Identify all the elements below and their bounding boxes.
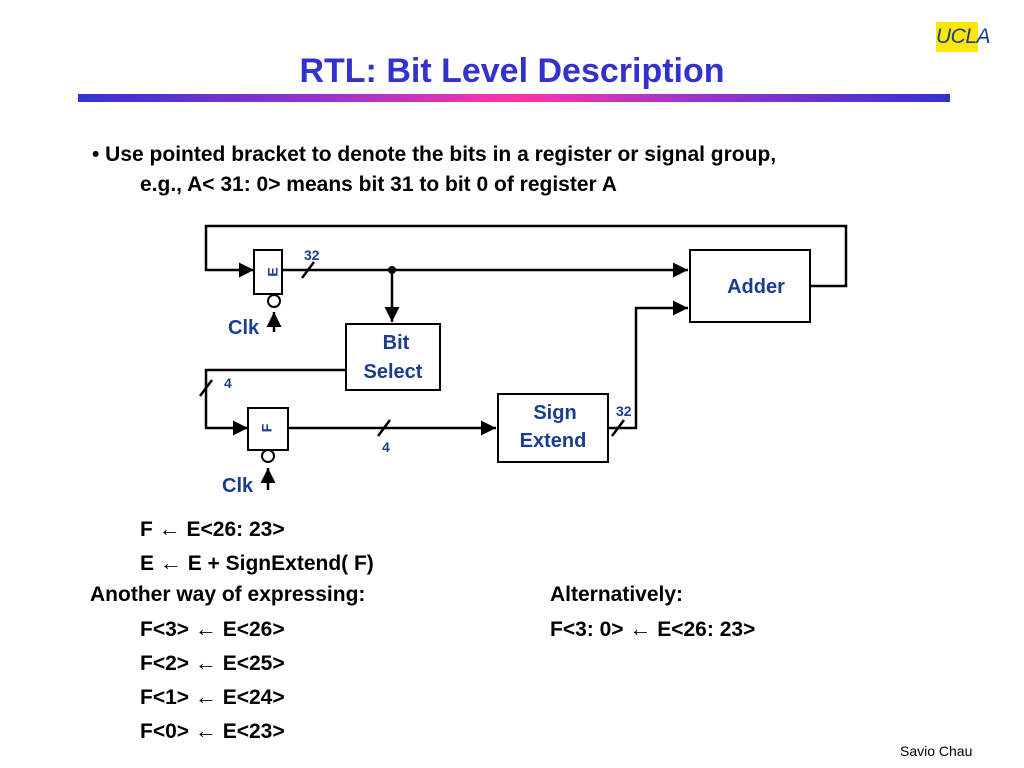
equation-2: E ← E + SignExtend( F) bbox=[140, 550, 374, 576]
bullet-text: • Use pointed bracket to denote the bits… bbox=[92, 140, 972, 200]
another-way-heading: Another way of expressing: bbox=[90, 583, 366, 606]
bullet-line-1: • Use pointed bracket to denote the bits… bbox=[92, 143, 777, 166]
register-e-label: E bbox=[265, 267, 281, 276]
sign-extend-line2: Extend bbox=[520, 430, 587, 452]
clk-top-label: Clk bbox=[228, 317, 260, 339]
left-arrow-icon: ← bbox=[194, 718, 217, 743]
width-f-label: 4 bbox=[382, 439, 390, 455]
register-f-label: F bbox=[259, 423, 275, 432]
width-signextend-label: 32 bbox=[616, 403, 632, 419]
left-arrow-icon: ← bbox=[194, 650, 217, 675]
width-e-label: 32 bbox=[304, 247, 320, 263]
bit-equation-2: F<2> ← E<25> bbox=[140, 650, 285, 676]
sign-extend-box bbox=[497, 393, 609, 463]
slash-f bbox=[377, 419, 391, 437]
width-bitselect-label: 4 bbox=[224, 375, 232, 391]
alternatively-heading: Alternatively: bbox=[550, 583, 684, 606]
bit-equation-1: F<1> ← E<24> bbox=[140, 684, 285, 710]
bitselect-to-f-wire bbox=[204, 368, 346, 436]
bit-equation-3: F<3> ← E<26> bbox=[140, 616, 285, 642]
slash-bitselect bbox=[199, 379, 213, 397]
clk-bubble-f bbox=[261, 449, 275, 463]
register-e bbox=[253, 249, 283, 295]
adder-label: Adder bbox=[727, 276, 785, 298]
slash-signextend bbox=[611, 419, 625, 437]
alt-equation: F<3: 0> ← E<26: 23> bbox=[550, 616, 756, 642]
junction-dot bbox=[388, 266, 396, 274]
bullet-line-2: e.g., A< 31: 0> means bit 31 to bit 0 of… bbox=[140, 173, 617, 196]
sign-extend-line1: Sign bbox=[533, 402, 576, 424]
left-arrow-icon: ← bbox=[194, 684, 217, 709]
clk-bottom-label: Clk bbox=[222, 475, 254, 497]
equation-1: F ← E<26: 23> bbox=[140, 516, 285, 542]
slide-title: RTL: Bit Level Description bbox=[299, 52, 725, 90]
author-footer: Savio Chau bbox=[900, 743, 973, 759]
left-arrow-icon: ← bbox=[194, 616, 217, 641]
feedback-wire bbox=[204, 224, 848, 288]
bit-select-box bbox=[345, 323, 441, 391]
adder-box bbox=[689, 249, 811, 323]
bit-select-line1: Bit bbox=[383, 332, 410, 354]
register-f bbox=[247, 407, 289, 451]
bit-select-line2: Select bbox=[364, 361, 423, 383]
signextend-to-adder-wire bbox=[606, 300, 688, 430]
bit-equation-0: F<0> ← E<23> bbox=[140, 718, 285, 744]
left-arrow-icon: ← bbox=[158, 516, 181, 541]
slash-e bbox=[301, 261, 315, 279]
clk-bubble-e bbox=[267, 294, 281, 308]
ucla-logo: UCLA bbox=[936, 22, 991, 52]
title-rule bbox=[78, 94, 950, 102]
left-arrow-icon: ← bbox=[159, 550, 182, 575]
left-arrow-icon: ← bbox=[629, 616, 652, 641]
